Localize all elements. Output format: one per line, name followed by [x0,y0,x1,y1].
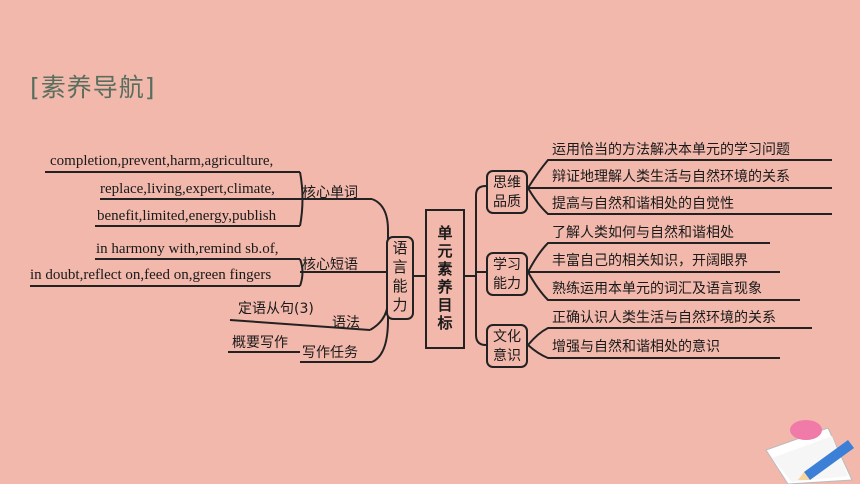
pencil-paper-icon [765,420,854,484]
group-label-writing: 写作任务 [302,345,358,361]
culture-item-2: 增强与自然和谐相处的意识 [552,339,720,355]
learning-item-1: 了解人类如何与自然和谐相处 [552,225,734,241]
thinking-item-3: 提高与自然和谐相处的自觉性 [552,196,734,212]
vocab-line-1: completion,prevent,harm,agriculture, [50,153,274,169]
branch-language-ability: 语言能力 [386,236,414,320]
vocab-line-2: replace,living,expert,climate, [100,181,275,197]
writing-item: 概要写作 [232,335,288,351]
section-title: [素养导航] [30,73,156,102]
vocab-line-3: benefit,limited,energy,publish [97,208,277,224]
learning-item-3: 熟练运用本单元的词汇及语言现象 [552,281,762,297]
group-label-vocab: 核心单词 [302,185,358,201]
center-node: 单元素养目标 [425,209,465,349]
group-label-phrase: 核心短语 [302,257,358,273]
branch-thinking-quality: 思维品质 [486,170,528,214]
group-label-grammar: 语法 [332,315,360,331]
thinking-item-1: 运用恰当的方法解决本单元的学习问题 [552,142,790,158]
thinking-item-2: 辩证地理解人类生活与自然环境的关系 [552,169,790,185]
learning-item-2: 丰富自己的相关知识，开阔眼界 [552,253,748,269]
branch-cultural-awareness-label: 文化意识 [493,329,521,364]
culture-item-1: 正确认识人类生活与自然环境的关系 [552,310,776,326]
branch-learning-ability-label: 学习能力 [493,257,521,292]
phrase-line-2: in doubt,reflect on,feed on,green finger… [30,267,272,283]
grammar-item: 定语从句(3) [238,301,314,317]
branch-learning-ability: 学习能力 [486,252,528,296]
phrase-line-1: in harmony with,remind sb.of, [96,241,279,257]
branch-thinking-quality-label: 思维品质 [493,175,521,210]
branch-cultural-awareness: 文化意识 [486,324,528,368]
